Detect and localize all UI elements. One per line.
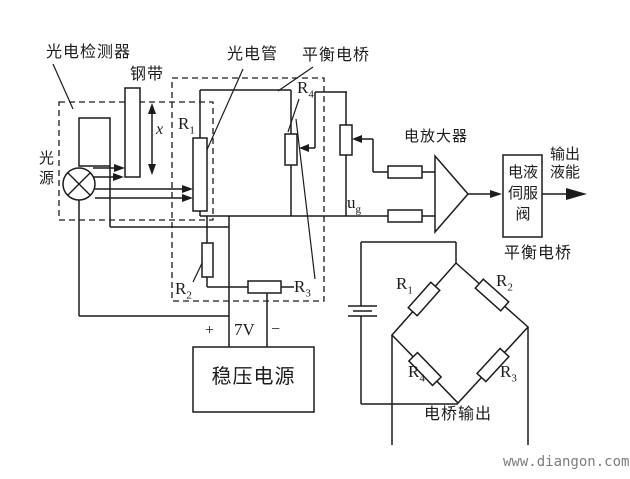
wheatstone-resistor-r2 xyxy=(474,278,510,312)
r3-label: R3 xyxy=(294,277,311,300)
balance-bridge-label: 平衡电桥 xyxy=(302,47,371,64)
potentiometer-wiper-arrow xyxy=(352,135,362,143)
bridge-output-label: 电桥输出 xyxy=(424,406,493,423)
hydraulic-output-label: 输出液能 xyxy=(549,147,580,181)
phototube-label: 光电管 xyxy=(227,46,279,63)
circuit-wires xyxy=(78,89,567,445)
wheatstone-r3-label: R3 xyxy=(500,362,517,385)
photo-detector-dashed-box xyxy=(58,101,214,221)
balance-bridge-dashed-box xyxy=(171,77,325,302)
wheatstone-resistor-r4 xyxy=(407,351,443,387)
wheatstone-r4-label: R4 xyxy=(408,362,425,385)
light-ray-arrow-4 xyxy=(182,194,193,202)
amplifier-input-resistor-top xyxy=(387,165,423,179)
light-ray-arrow-3 xyxy=(182,185,193,193)
r4-adjust-arrow xyxy=(299,144,309,152)
watermark-text: www.diangon.com xyxy=(503,454,630,470)
potentiometer xyxy=(339,124,353,156)
supply-minus-label: − xyxy=(271,321,281,338)
r2-label: R2 xyxy=(175,279,192,302)
wheatstone-resistor-r1 xyxy=(407,281,441,317)
resistor-r4-adjustable xyxy=(284,133,298,166)
wheatstone-r2-label: R2 xyxy=(496,271,513,294)
amplifier-label: 电放大器 xyxy=(404,129,469,145)
power-supply-box xyxy=(192,346,315,413)
callout-lines xyxy=(52,63,316,283)
supply-voltage-label: 7V xyxy=(234,320,255,339)
ug-label: ug xyxy=(347,193,361,216)
wheatstone-resistor-r3 xyxy=(476,347,510,383)
displacement-arrow-up xyxy=(148,103,156,114)
photo-detector-label: 光电检测器 xyxy=(46,44,132,61)
hydraulic-output-arrow xyxy=(566,188,587,200)
power-supply-label: 稳压电源 xyxy=(211,366,296,388)
steel-strip-label: 钢带 xyxy=(130,66,165,83)
battery-icon xyxy=(348,305,377,317)
wheatstone-title-label: 平衡电桥 xyxy=(504,245,573,262)
light-source-label: 光源 xyxy=(39,151,56,187)
r4-label: R4 xyxy=(297,78,314,101)
amplifier-output-arrow xyxy=(490,190,502,198)
amplifier-input-resistor-bottom xyxy=(387,209,423,223)
r1-label: R1 xyxy=(178,114,195,137)
displacement-x-label: x xyxy=(156,121,164,138)
servo-valve-box xyxy=(502,154,543,238)
light-mask-shape xyxy=(78,117,111,167)
lamp-icon xyxy=(62,167,96,201)
displacement-arrow-down xyxy=(148,164,156,175)
light-ray-arrow-2 xyxy=(113,173,124,181)
wheatstone-r1-label: R1 xyxy=(396,274,413,297)
resistor-r3 xyxy=(247,280,282,294)
supply-plus-label: + xyxy=(205,322,215,339)
resistor-r1-phototube xyxy=(192,137,208,212)
servo-valve-label: 电液伺服阀 xyxy=(507,165,538,223)
light-ray-arrow-1 xyxy=(114,164,125,172)
steel-strip-shape xyxy=(124,87,141,178)
resistor-r2 xyxy=(201,242,214,278)
amplifier-triangle xyxy=(434,153,469,235)
